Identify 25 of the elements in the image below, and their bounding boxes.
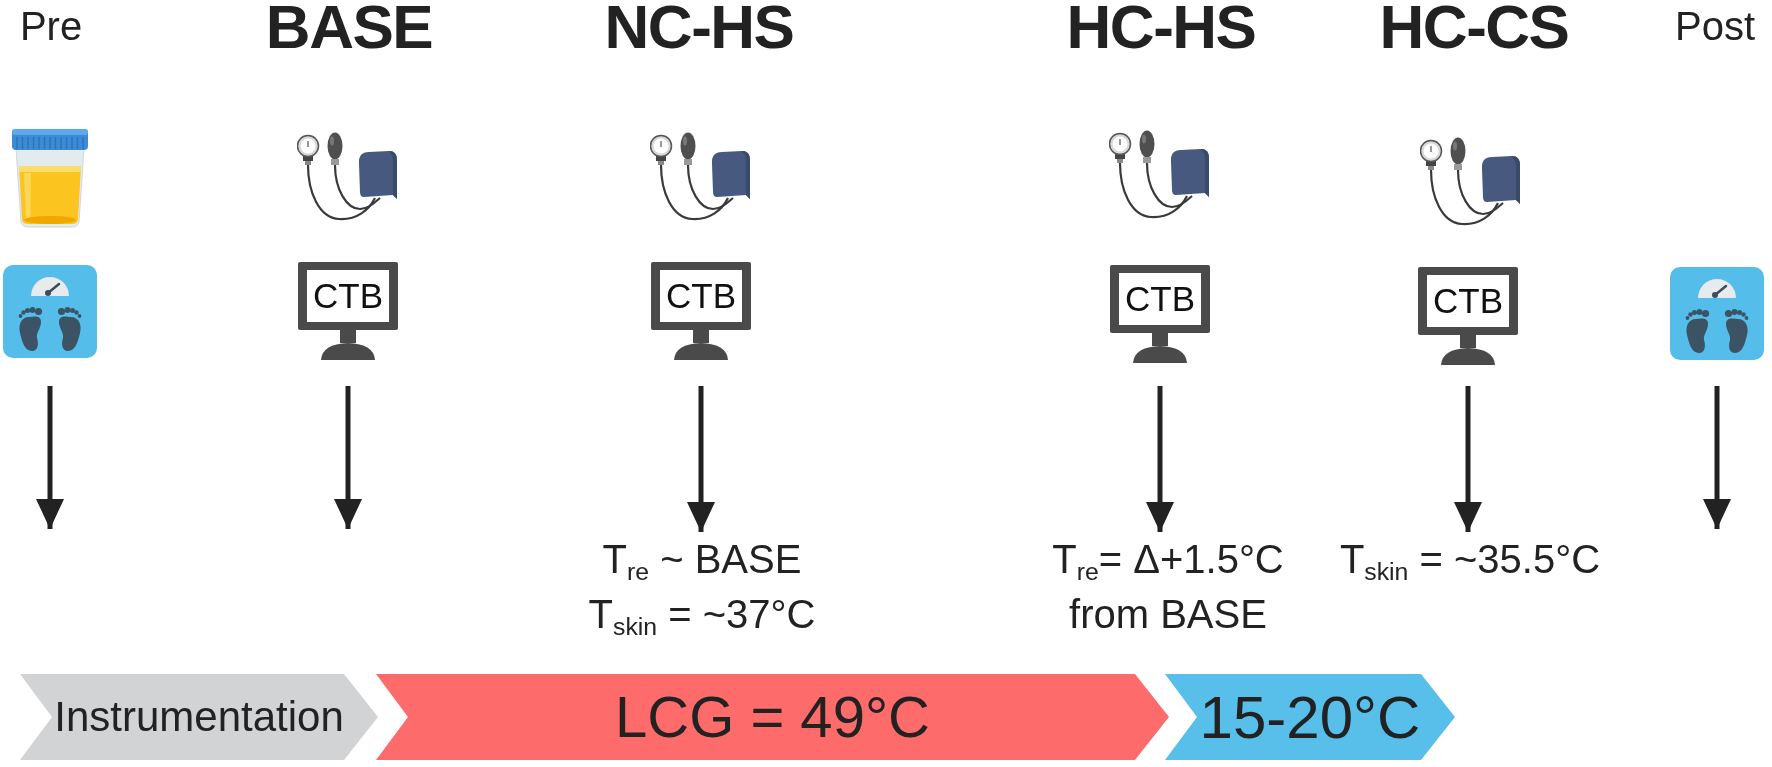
condition-text: T$_{re}$ ~ BASE xyxy=(602,536,802,587)
weighing-scale-icon xyxy=(1670,267,1764,360)
monitor-label: CTB xyxy=(1125,279,1195,319)
weighing-scale-icon xyxy=(3,265,97,358)
arrow xyxy=(36,386,64,529)
phase-band xyxy=(1165,674,1455,760)
monitor-label: CTB xyxy=(666,276,736,316)
phase-label: Instrumentation xyxy=(54,692,344,742)
phase-heading: HC-HS xyxy=(1066,0,1256,54)
phase-band xyxy=(376,674,1169,760)
condition-text: T$_{skin}$ = ~35.5°C xyxy=(1339,536,1601,587)
phase-heading: BASE xyxy=(265,0,433,54)
arrow xyxy=(1703,386,1731,529)
specimen-cup-icon xyxy=(12,128,88,228)
monitor-label: CTB xyxy=(1433,281,1503,321)
phase-label: LCG = 49°C xyxy=(615,683,930,751)
phase-heading: Pre xyxy=(19,6,83,46)
phase-label: 15-20°C xyxy=(1199,682,1421,752)
condition-text: T$_{skin}$ = ~37°C xyxy=(588,591,816,642)
phase-heading: HC-CS xyxy=(1379,0,1569,54)
phase-heading: Post xyxy=(1674,6,1755,46)
monitor-label: CTB xyxy=(313,276,383,316)
phase-heading: NC-HS xyxy=(604,0,794,54)
condition-text: T$_{re}$= Δ+1.5°C from BASE xyxy=(1051,536,1285,638)
phase-band xyxy=(20,674,378,760)
